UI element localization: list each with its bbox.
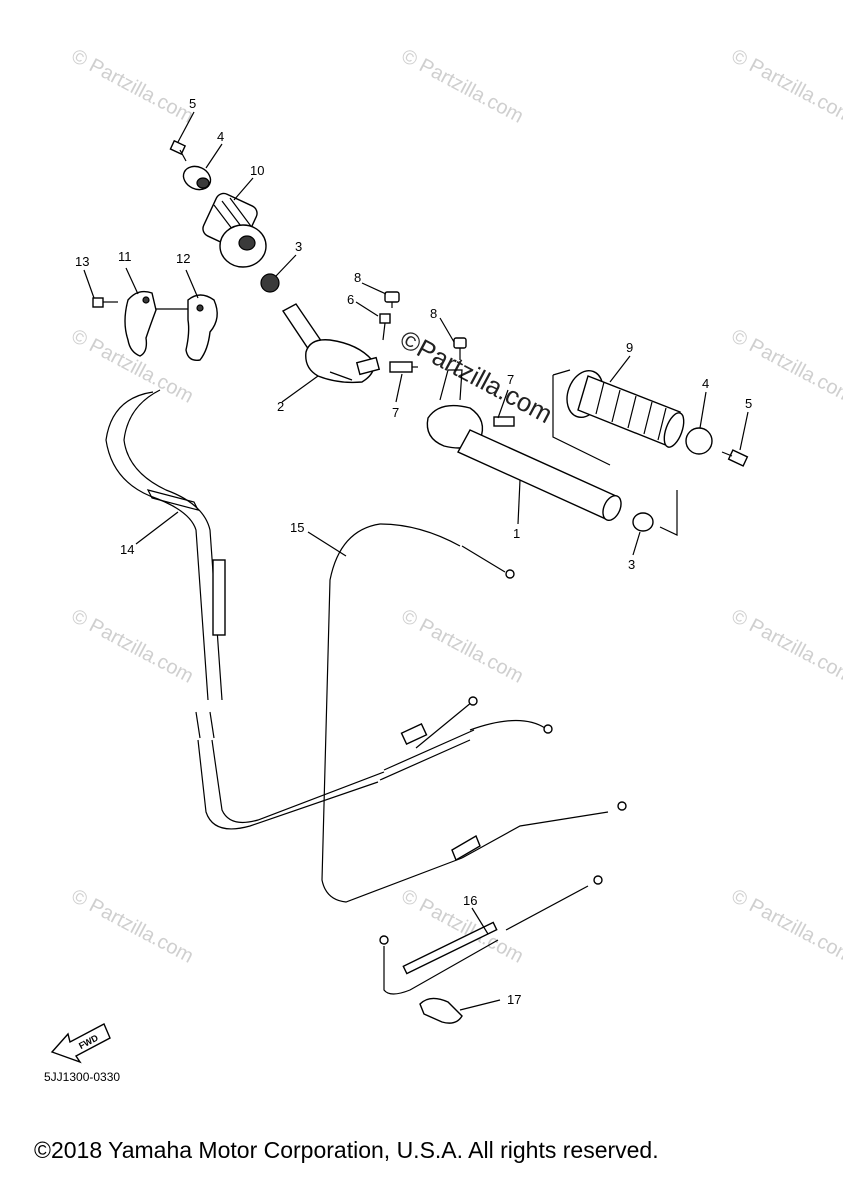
throttle-tube-2[interactable] (281, 303, 381, 384)
callout-8: 8 (430, 306, 437, 321)
bolt-8-upper[interactable] (384, 291, 400, 308)
callout-4: 4 (702, 376, 709, 391)
callout-3: 3 (295, 239, 302, 254)
cable-16[interactable] (379, 875, 603, 995)
grip-9[interactable] (561, 366, 688, 450)
watermark: © Partzilla.com (728, 45, 843, 128)
callout-16: 16 (463, 893, 477, 908)
callout-11: 11 (118, 249, 132, 264)
callout-7: 7 (507, 372, 514, 387)
watermark: © Partzilla.com (398, 605, 527, 688)
callout-1: 1 (513, 526, 520, 541)
callout-12: 12 (176, 251, 190, 266)
callout-8: 8 (354, 270, 361, 285)
callout-13: 13 (75, 254, 89, 269)
callout-10: 10 (250, 163, 264, 178)
handlebar-1[interactable] (426, 369, 624, 523)
clutch-cable-15[interactable] (321, 523, 627, 903)
screw-7-left[interactable] (389, 361, 418, 373)
callout-14: 14 (120, 542, 134, 557)
callout-6: 6 (347, 292, 354, 307)
callout-numbers: 5 4 10 3 13 11 12 8 6 8 9 2 7 7 4 5 1 3 … (75, 96, 752, 1007)
throttle-cables-14[interactable] (105, 389, 553, 830)
screw-5-right[interactable] (721, 449, 749, 467)
bolt-8-lower[interactable] (453, 337, 467, 360)
collar-3-bottom[interactable] (632, 512, 654, 532)
callout-5: 5 (745, 396, 752, 411)
copyright-text: ©2018 Yamaha Motor Corporation, U.S.A. A… (34, 1137, 659, 1163)
collar-3-top[interactable] (260, 273, 280, 293)
watermark: © Partzilla.com (728, 605, 843, 688)
weight-4-top[interactable] (180, 162, 215, 194)
throttle-grip-10[interactable] (200, 191, 267, 268)
callout-5: 5 (189, 96, 196, 111)
callout-4: 4 (217, 129, 224, 144)
callout-2: 2 (277, 399, 284, 414)
watermark: © Partzilla.com (68, 605, 197, 688)
diagram-code: 5JJ1300-0330 (44, 1070, 121, 1084)
callout-3: 3 (628, 557, 635, 572)
switch-housing-11[interactable] (124, 290, 157, 357)
watermark: © Partzilla.com (68, 885, 197, 968)
part-17[interactable] (419, 997, 463, 1024)
screw-5-top[interactable] (169, 139, 187, 162)
bolt-6[interactable] (379, 313, 391, 341)
screw-7-right[interactable] (493, 416, 515, 427)
weight-4-right[interactable] (685, 427, 713, 455)
callout-15: 15 (290, 520, 304, 535)
screw-13[interactable] (92, 297, 118, 308)
leader-lines (83, 111, 749, 1011)
switch-housing-12[interactable] (185, 294, 218, 361)
watermark: © Partzilla.com (68, 45, 197, 128)
callout-17: 17 (507, 992, 521, 1007)
callout-7: 7 (392, 405, 399, 420)
callout-9: 9 (626, 340, 633, 355)
fwd-arrow-icon: FWD (50, 1023, 111, 1064)
bracket-lines (552, 369, 678, 536)
watermark: © Partzilla.com (398, 45, 527, 128)
watermark: © Partzilla.com (728, 885, 843, 968)
